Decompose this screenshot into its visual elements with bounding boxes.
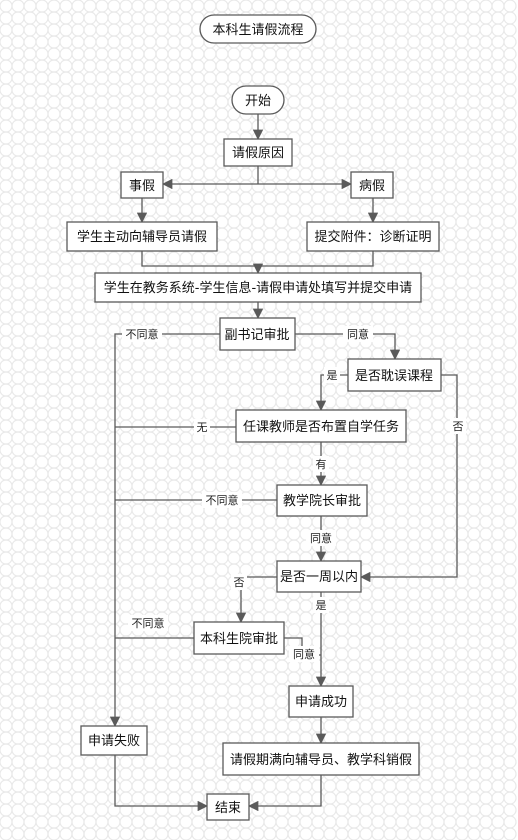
- edge-counselor-to-merge: [141, 251, 258, 267]
- node-fill-application-label: 学生在教务系统-学生信息-请假申请处填写并提交申请: [104, 280, 412, 296]
- node-deputy-secretary-approval-label: 副书记审批: [224, 328, 289, 343]
- node-deputy-secretary-approval: 副书记审批: [219, 317, 296, 351]
- node-end-label: 结束: [215, 801, 241, 816]
- node-start: 开始: [231, 85, 285, 115]
- label-miss-no: 否: [453, 420, 464, 433]
- node-submit-attachment: 提交附件：诊断证明: [306, 221, 440, 252]
- edge-secretary-disagree: [109, 333, 220, 728]
- node-fill-application: 学生在教务系统-学生信息-请假申请处填写并提交申请: [94, 272, 422, 303]
- edge-report-to-end: [247, 775, 322, 812]
- label-task-none: 无: [197, 421, 208, 434]
- page-title: 本科生请假流程: [212, 23, 303, 38]
- node-reason: 请假原因: [223, 138, 293, 167]
- node-sick-leave-label: 病假: [359, 179, 385, 194]
- node-undergrad-college-approval-label: 本科生院审批: [200, 632, 278, 647]
- node-report-back: 请假期满向辅导员、教学科销假: [222, 742, 420, 776]
- label-secretary-agree: 同意: [347, 327, 369, 341]
- node-within-week-label: 是否一周以内: [280, 569, 358, 585]
- node-dean-approval-label: 教学院长审批: [283, 493, 361, 509]
- label-secretary-disagree: 不同意: [126, 327, 159, 341]
- edge-secretary-agree: [295, 333, 401, 361]
- edge-attachment-to-merge: [258, 251, 374, 267]
- title-node: 本科生请假流程: [199, 14, 317, 44]
- node-application-failed-label: 申请失败: [88, 734, 140, 749]
- edges: [109, 114, 458, 812]
- node-submit-attachment-label: 提交附件：诊断证明: [314, 229, 431, 245]
- node-sick-leave: 病假: [350, 171, 394, 199]
- node-personal-leave-label: 事假: [129, 179, 155, 194]
- edge-miss-no: [359, 374, 458, 583]
- label-miss-yes: 是: [327, 369, 338, 382]
- node-start-label: 开始: [245, 94, 271, 109]
- node-miss-classes-label: 是否耽误课程: [355, 369, 433, 384]
- node-contact-counselor: 学生主动向辅导员请假: [66, 221, 218, 252]
- node-reason-label: 请假原因: [232, 146, 284, 161]
- label-week-yes: 是: [316, 599, 327, 612]
- label-dean-agree: 同意: [310, 531, 332, 545]
- label-dean-disagree: 不同意: [206, 493, 239, 507]
- node-miss-classes: 是否耽误课程: [347, 358, 442, 392]
- node-contact-counselor-label: 学生主动向辅导员请假: [77, 229, 207, 245]
- label-college-agree: 同意: [293, 647, 315, 661]
- node-application-failed: 申请失败: [80, 725, 148, 756]
- node-personal-leave: 事假: [120, 171, 164, 199]
- label-task-has: 有: [316, 457, 327, 471]
- edge-labels: 不同意 同意 是 否 无 有 不同意 同意 否 是 不同意 同意: [122, 326, 466, 662]
- node-end: 结束: [206, 793, 250, 821]
- label-week-no: 否: [234, 576, 245, 589]
- label-college-disagree: 不同意: [132, 616, 165, 630]
- node-application-success-label: 申请成功: [295, 695, 347, 710]
- node-undergrad-college-approval: 本科生院审批: [193, 621, 285, 655]
- node-teacher-assign-study: 任课教师是否布置自学任务: [235, 409, 407, 443]
- edge-failed-to-end: [114, 755, 209, 812]
- node-teacher-assign-study-label: 任课教师是否布置自学任务: [243, 419, 399, 435]
- node-application-success: 申请成功: [288, 685, 354, 718]
- node-within-week: 是否一周以内: [276, 560, 362, 593]
- node-dean-approval: 教学院长审批: [276, 484, 368, 517]
- node-report-back-label: 请假期满向辅导员、教学科销假: [230, 752, 412, 768]
